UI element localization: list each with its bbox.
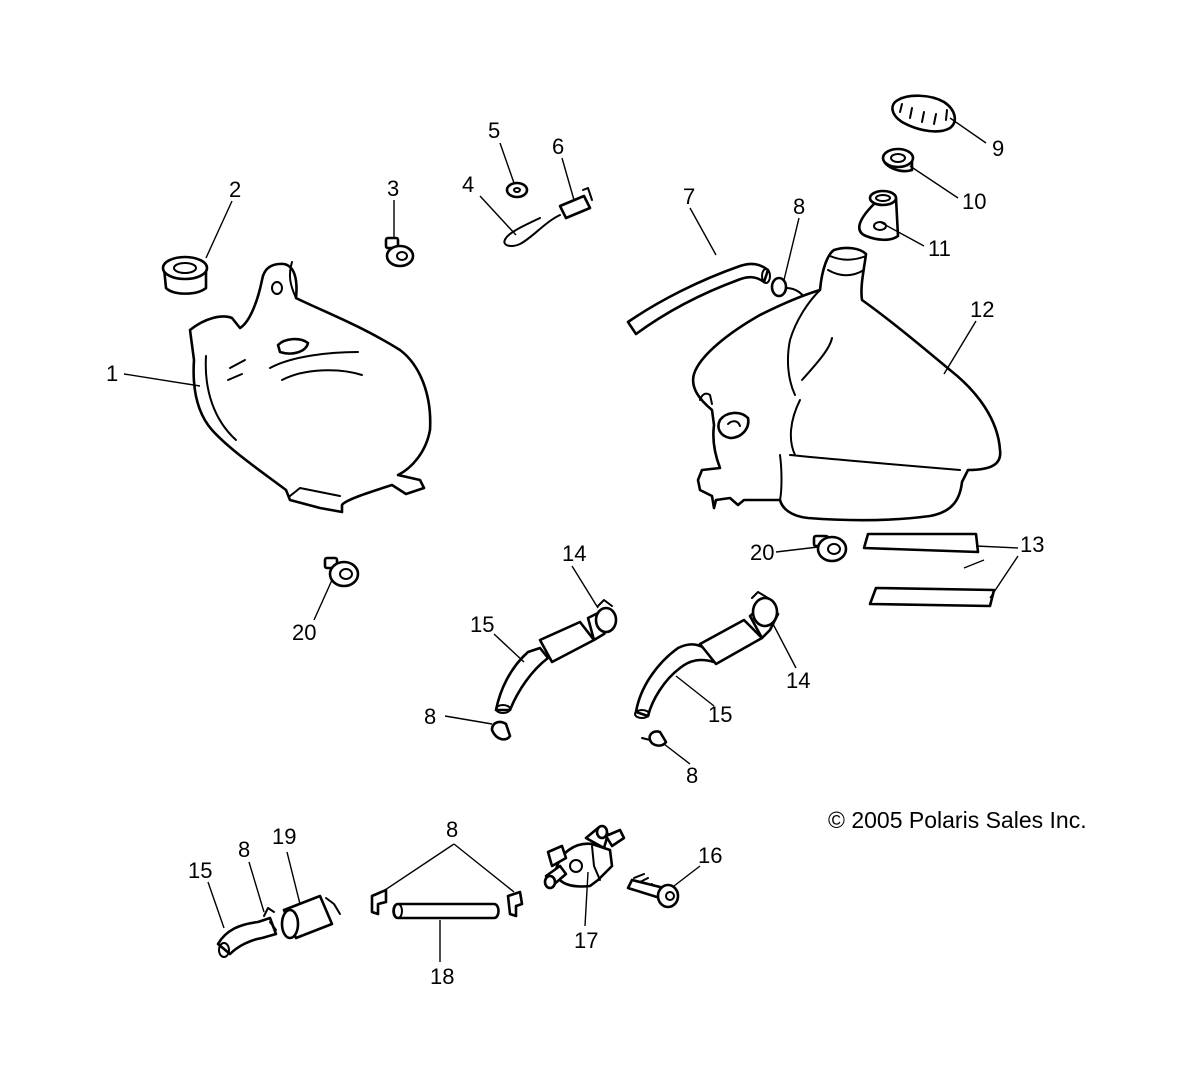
callout-8-bottom-center: 8: [446, 817, 458, 842]
short-hose-part: [392, 902, 500, 920]
callout-9: 9: [992, 136, 1004, 161]
callout-15-center: 15: [470, 612, 494, 637]
callout-12: 12: [970, 297, 994, 322]
callout-5: 5: [488, 118, 500, 143]
screw-part-3: [384, 236, 415, 268]
callout-10: 10: [962, 189, 986, 214]
callout-16: 16: [698, 843, 722, 868]
filter-hose-part: [216, 907, 278, 958]
grommet-part: [161, 255, 209, 295]
callout-8-right: 8: [686, 763, 698, 788]
callout-8-center: 8: [424, 704, 436, 729]
callout-18: 18: [430, 964, 454, 989]
fuel-cap-part: [891, 94, 957, 133]
hose-clamp-part-center: [490, 720, 512, 741]
fuel-hose-assembly-center: [494, 599, 618, 714]
callout-20-left: 20: [292, 620, 316, 645]
callout-19: 19: [272, 824, 296, 849]
vent-hose-part: [626, 262, 771, 336]
copyright-notice: © 2005 Polaris Sales Inc.: [828, 807, 1087, 833]
decal-part: [862, 532, 996, 608]
callout-numbers: 1 2 3 4 5 6 7 8 9 10 11 12 13 14 14 15 1…: [106, 118, 1044, 989]
callout-17: 17: [574, 928, 598, 953]
callout-14-right: 14: [786, 668, 810, 693]
cap-gasket-part: [881, 147, 915, 173]
callout-1: 1: [106, 361, 118, 386]
callout-4: 4: [462, 172, 474, 197]
callout-14-center: 14: [562, 541, 586, 566]
bolt-part-16: [626, 873, 680, 909]
callout-7: 7: [683, 184, 695, 209]
bolt-part-20-right: [812, 534, 848, 563]
leader-lines: [123, 117, 1019, 962]
fuel-valve-part: [543, 824, 626, 890]
callout-20-right: 20: [750, 540, 774, 565]
tank-shroud-part: [188, 261, 432, 514]
callout-8-bottom-left: 8: [238, 837, 250, 862]
fuel-filter-part: [280, 894, 341, 940]
callout-11: 11: [928, 236, 951, 261]
callout-13: 13: [1020, 532, 1044, 557]
callout-15-right: 15: [708, 702, 732, 727]
callout-3: 3: [387, 176, 399, 201]
callout-6: 6: [552, 134, 564, 159]
hose-clamp-part-bottom-right: [506, 890, 524, 918]
hose-clamp-part-bottom-left: [370, 888, 388, 916]
fuel-tank-part: [691, 246, 1002, 522]
bolt-part-20-left: [323, 556, 360, 588]
filler-neck-part: [858, 189, 900, 242]
callout-8-top: 8: [793, 194, 805, 219]
hose-clamp-part-right: [641, 730, 668, 747]
callout-15-bottom: 15: [188, 858, 212, 883]
fuel-hose-assembly-right: [634, 591, 780, 719]
fuel-sensor-part: [503, 181, 593, 247]
callout-2: 2: [229, 177, 241, 202]
